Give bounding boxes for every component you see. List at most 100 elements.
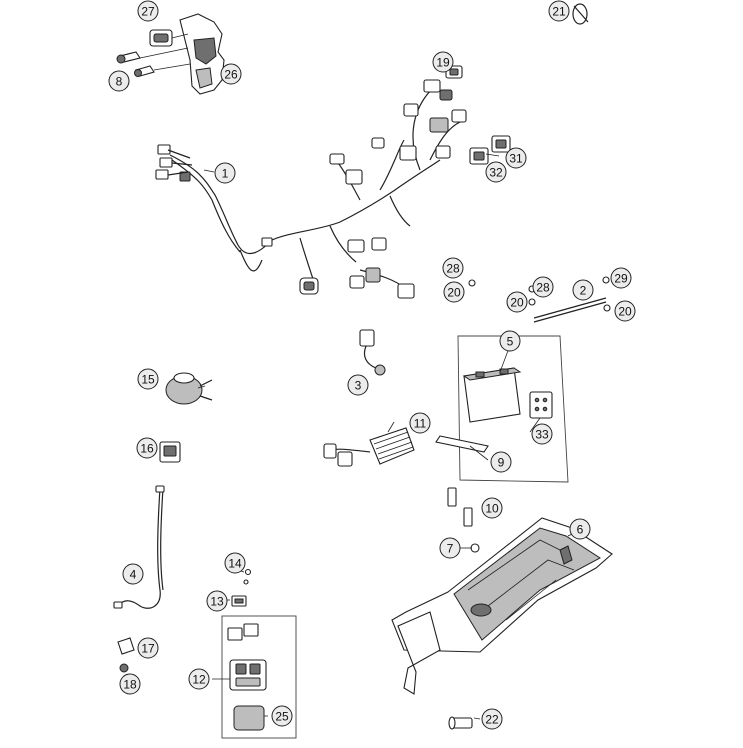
callout-circle (490, 451, 512, 473)
callout-20: 20 (614, 300, 636, 322)
callout-number: 32 (489, 166, 503, 180)
callout-20: 20 (443, 281, 465, 303)
callout-number: 1 (222, 167, 229, 181)
callout-number: 19 (436, 56, 450, 70)
callout-circle (443, 281, 465, 303)
callout-circle (506, 291, 528, 313)
callout-number: 15 (141, 373, 155, 387)
callout-9: 9 (490, 451, 512, 473)
callout-circle (214, 162, 236, 184)
callout-32: 32 (485, 161, 507, 183)
callout-circle (271, 705, 293, 727)
battery-group (435, 335, 569, 483)
callout-number: 26 (224, 68, 238, 82)
callout-6: 6 (569, 518, 591, 540)
callout-circle (531, 423, 553, 445)
callout-circle (432, 51, 454, 73)
callout-circle (137, 0, 159, 22)
ground-cable-assembly (468, 276, 611, 323)
callout-33: 33 (531, 423, 553, 445)
sensor-3 (359, 329, 386, 376)
callout-number: 12 (192, 673, 206, 687)
bolt-22 (448, 716, 473, 730)
callout-26: 26 (220, 63, 242, 85)
callout-circle (442, 257, 464, 279)
callout-number: 4 (130, 568, 137, 582)
callout-circle (499, 330, 521, 352)
callout-25: 25 (271, 705, 293, 727)
callout-number: 20 (447, 286, 461, 300)
callout-number: 31 (509, 152, 523, 166)
callout-11: 11 (409, 412, 431, 434)
callout-12: 12 (188, 668, 210, 690)
callout-22: 22 (481, 708, 503, 730)
relay-connectors-31-32 (469, 135, 511, 165)
callout-number: 6 (577, 523, 584, 537)
callout-circle (610, 267, 632, 289)
callout-circle (137, 637, 159, 659)
callout-circle (614, 300, 636, 322)
callout-number: 16 (140, 442, 154, 456)
callout-16: 16 (136, 437, 158, 459)
callout-number: 27 (141, 5, 155, 19)
callout-number: 28 (446, 262, 460, 276)
fuse-holder-10 (447, 487, 473, 527)
callout-number: 33 (535, 428, 549, 442)
callout-number: 14 (228, 557, 242, 571)
callout-19: 19 (432, 51, 454, 73)
small-parts-13-14 (231, 568, 252, 607)
callout-circle (122, 563, 144, 585)
callout-circle (347, 374, 369, 396)
callout-number: 3 (355, 379, 362, 393)
callout-number: 5 (507, 335, 514, 349)
callout-7: 7 (439, 537, 461, 559)
callout-number: 20 (510, 296, 524, 310)
battery-tray-6 (391, 517, 613, 695)
callout-2: 2 (572, 279, 594, 301)
callout-number: 11 (414, 417, 427, 431)
callout-number: 17 (141, 642, 155, 656)
callout-number: 22 (485, 713, 499, 727)
callout-4: 4 (122, 563, 144, 585)
callout-number: 7 (447, 542, 454, 556)
cable-4 (113, 485, 165, 609)
callout-circle (224, 552, 246, 574)
callout-number: 2 (580, 284, 587, 298)
callout-circle (108, 70, 130, 92)
callout-8: 8 (108, 70, 130, 92)
switch-bracket-assembly (116, 13, 225, 95)
callout-20: 20 (506, 291, 528, 313)
cable-tie-part (572, 3, 589, 25)
caps-17-18 (117, 637, 135, 673)
callout-5: 5 (499, 330, 521, 352)
callout-number: 29 (614, 272, 628, 286)
voltage-regulator-11 (323, 427, 415, 467)
callout-circle (119, 673, 141, 695)
callout-27: 27 (137, 0, 159, 22)
callout-number: 20 (618, 305, 632, 319)
callout-number: 10 (485, 502, 499, 516)
main-wiring-harness (155, 79, 467, 299)
callout-number: 8 (116, 75, 123, 89)
callout-circle (439, 537, 461, 559)
callout-number: 9 (498, 456, 505, 470)
callout-14: 14 (224, 552, 246, 574)
callout-number: 21 (552, 5, 566, 19)
callout-circle (136, 437, 158, 459)
callout-circle (409, 412, 431, 434)
callout-number: 13 (210, 595, 224, 609)
callout-circle (505, 147, 527, 169)
callout-10: 10 (481, 497, 503, 519)
callout-circle (569, 518, 591, 540)
callout-circle (220, 63, 242, 85)
callout-28: 28 (442, 257, 464, 279)
callout-21: 21 (548, 0, 570, 22)
callout-circle (485, 161, 507, 183)
callout-28: 28 (532, 276, 554, 298)
callout-circle (548, 0, 570, 22)
callout-31: 31 (505, 147, 527, 169)
callout-number: 28 (536, 281, 550, 295)
callout-29: 29 (610, 267, 632, 289)
